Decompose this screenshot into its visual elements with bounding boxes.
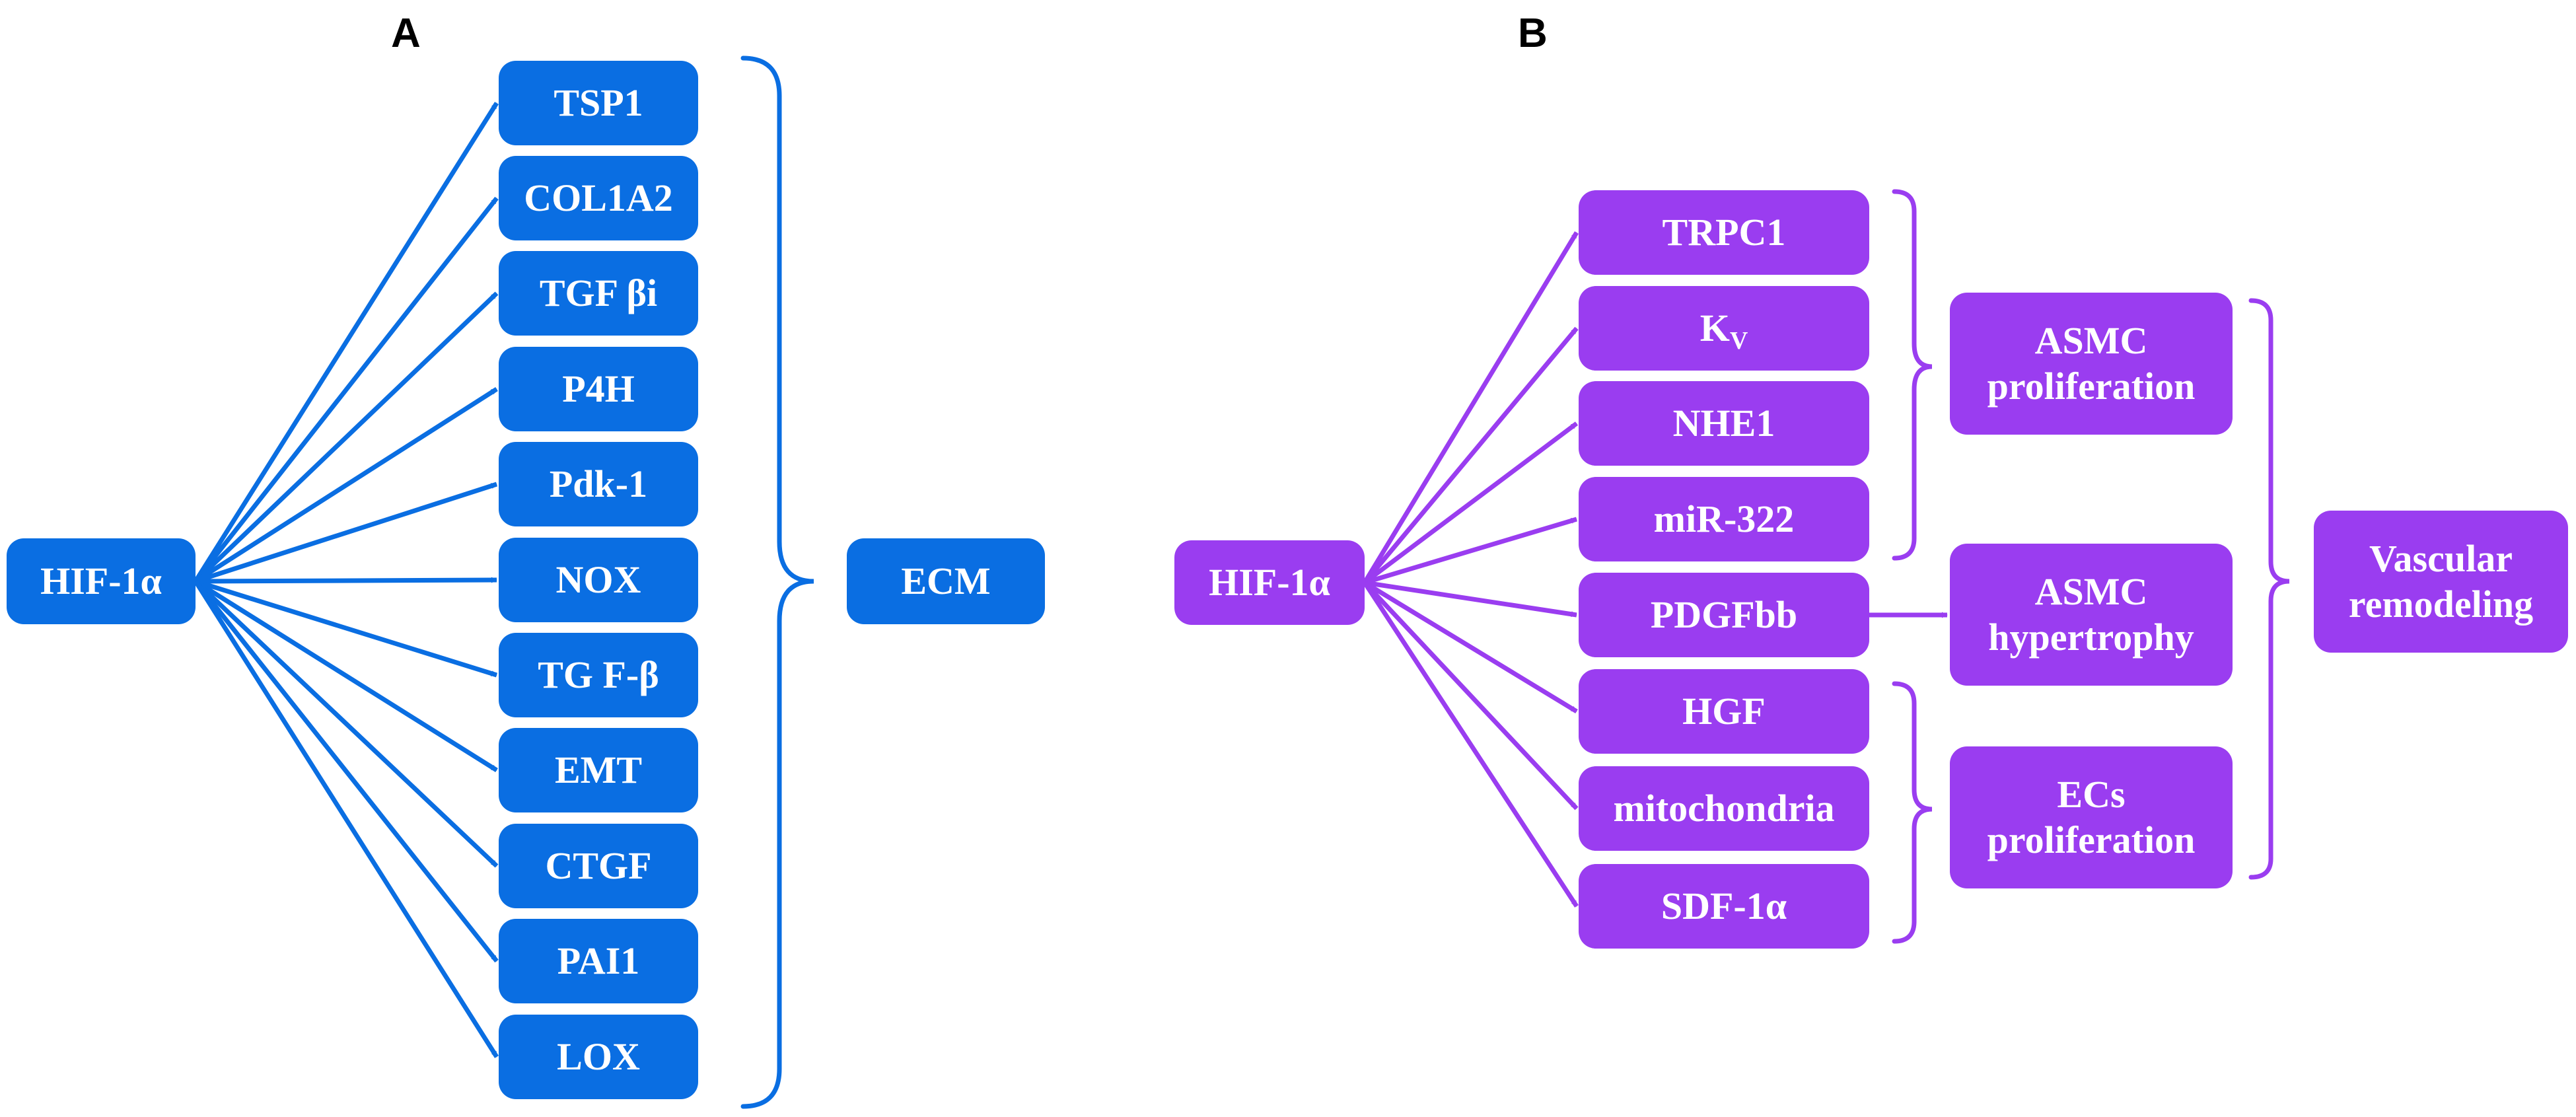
panel-a-target-label: LOX [557, 1034, 640, 1078]
nhe1-node-label: NHE1 [1672, 401, 1775, 445]
panel-a-target-node: PAI1 [499, 919, 698, 1003]
vascular-remodeling-brace [2248, 298, 2290, 880]
nhe1-node: NHE1 [1579, 381, 1869, 466]
panel-a-arrow [194, 579, 499, 868]
ecm-brace [740, 55, 814, 1109]
panel-a-target-label: TSP1 [554, 81, 643, 124]
panel-a-target-label: P4H [562, 367, 635, 410]
panel-a-target-node: P4H [499, 347, 698, 431]
panel-a-target-node: Pdk-1 [499, 442, 698, 526]
panel-a-arrow [194, 579, 498, 772]
asmc-proliferation-label: ASMC proliferation [1987, 318, 2196, 409]
ecm-node-label: ECM [901, 559, 991, 602]
asmc-proliferation-brace [1892, 189, 1933, 561]
panel-a-target-label: TGF βi [539, 271, 658, 314]
asmc-hypertrophy-line1: ASMC [2034, 570, 2148, 614]
ecs-proliferation-node: ECs proliferation [1950, 746, 2233, 888]
panel-a-arrow [194, 387, 498, 583]
kv-subscript: V [1729, 326, 1748, 355]
panel-b-arrow [1363, 581, 1579, 811]
asmc-proliferation-node: ASMC proliferation [1950, 293, 2233, 435]
panel-a-target-node: TSP1 [499, 61, 698, 145]
vascular-remodeling-node: Vascular remodeling [2314, 511, 2568, 653]
panel-a-target-node: EMT [499, 728, 698, 812]
panel-b-label: B [1518, 11, 1548, 56]
panel-b-arrow [1363, 581, 1578, 713]
panel-a-target-node: CTGF [499, 824, 698, 908]
ecs-proliferation-brace [1892, 681, 1933, 944]
panel-a-target-label: EMT [554, 748, 643, 791]
panel-b-arrow [1363, 581, 1579, 908]
hif1a-node-a-label: HIF-1α [40, 559, 162, 602]
trpc1-node-label: TRPC1 [1662, 210, 1786, 254]
panel-a-arrow [194, 102, 499, 583]
mitochondria-node-label: mitochondria [1613, 786, 1835, 830]
panel-b-arrow [1363, 421, 1579, 585]
hif1a-node-b: HIF-1α [1174, 540, 1365, 625]
ecs-proliferation-label: ECs proliferation [1987, 772, 2196, 863]
hif1a-node-a: HIF-1α [7, 538, 196, 624]
mir322-node-label: miR-322 [1653, 497, 1795, 540]
panel-a-arrow [194, 482, 498, 584]
panel-a-label: A [391, 11, 421, 56]
pdgfbb-node-label: PDGFbb [1650, 593, 1798, 636]
panel-a-arrows [194, 102, 499, 1058]
vascular-remodeling-line1: Vascular [2369, 537, 2513, 581]
ecs-proliferation-line2: proliferation [1987, 818, 2196, 861]
panel-a-arrow [194, 196, 499, 583]
panel-a-arrow [194, 580, 499, 1058]
asmc-hypertrophy-label: ASMC hypertrophy [1988, 569, 2194, 660]
asmc-hypertrophy-line2: hypertrophy [1988, 615, 2194, 659]
panel-a-target-node: NOX [499, 538, 698, 622]
panel-a-arrow [194, 291, 499, 583]
panel-b-arrow [1363, 517, 1578, 585]
panel-a-arrow [195, 577, 497, 584]
panel-a-target-node: TG F-β [499, 633, 698, 717]
vascular-remodeling-line2: remodeling [2348, 582, 2534, 626]
asmc-hypertrophy-node: ASMC hypertrophy [1950, 544, 2233, 686]
panel-a-arrow [194, 579, 499, 963]
panel-b-arrows [1363, 231, 1948, 908]
ecs-proliferation-line1: ECs [2057, 773, 2126, 816]
hgf-node: HGF [1579, 669, 1869, 754]
kv-node-label: KV [1699, 306, 1748, 355]
trpc1-node: TRPC1 [1579, 190, 1869, 275]
ecm-node: ECM [847, 538, 1045, 624]
panel-a-target-label: Pdk-1 [549, 462, 648, 505]
hgf-node-label: HGF [1682, 689, 1766, 733]
pdgfbb-node: PDGFbb [1579, 573, 1869, 657]
panel-a-arrow [194, 579, 498, 678]
vascular-remodeling-label: Vascular remodeling [2349, 536, 2533, 627]
panel-a-target-label: PAI1 [557, 939, 640, 982]
panel-a-target-node: TGF βi [499, 251, 698, 336]
panel-a-target-label: NOX [555, 558, 641, 601]
panel-a-target-label: TG F-β [538, 653, 659, 696]
sdf1a-node-label: SDF-1α [1661, 884, 1787, 927]
sdf1a-node: SDF-1α [1579, 864, 1869, 949]
asmc-proliferation-line1: ASMC [2034, 319, 2148, 363]
panel-b-arrow [1363, 231, 1579, 584]
hif1a-node-b-label: HIF-1α [1209, 560, 1330, 604]
panel-b-arrow [1364, 580, 1577, 618]
kv-node: KV [1579, 286, 1869, 371]
mitochondria-node: mitochondria [1579, 766, 1869, 851]
panel-a-target-node: COL1A2 [499, 156, 698, 240]
panel-b-arrow [1363, 326, 1579, 585]
mir322-node: miR-322 [1579, 477, 1869, 561]
panel-a-target-label: CTGF [545, 844, 652, 887]
panel-a-target-label: COL1A2 [524, 176, 673, 219]
panel-a-target-node: LOX [499, 1015, 698, 1099]
asmc-proliferation-line2: proliferation [1987, 364, 2196, 408]
kv-main-text: K [1699, 306, 1730, 349]
